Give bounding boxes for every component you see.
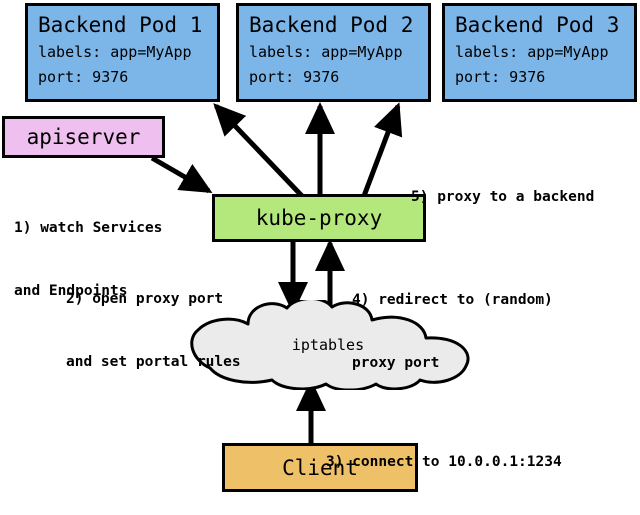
arrow-kube-proxy-to-pod-3 — [361, 102, 403, 197]
backend-pod-1-port: port: 9376 — [38, 68, 129, 86]
backend-pod-2-port: port: 9376 — [249, 68, 340, 86]
step-2-line-1: 2) open proxy port — [66, 291, 224, 307]
backend-pod-3-title: Backend Pod 3 — [455, 13, 620, 37]
diagram-canvas: iptables Backend Pod 1 labels: app=MyApp… — [2, 3, 637, 492]
backend-pod-2-title: Backend Pod 2 — [249, 13, 414, 37]
step-4-line-1: 4) redirect to (random) — [352, 292, 553, 308]
apiserver-box[interactable]: apiserver — [2, 116, 165, 158]
kube-proxy-label: kube-proxy — [255, 206, 383, 230]
step-3-label: 3) connect to 10.0.0.1:1234 — [326, 410, 562, 515]
step-3-line-1: 3) connect to 10.0.0.1:1234 — [326, 454, 562, 470]
step-5-line-1: 5) proxy to a backend — [411, 189, 595, 205]
backend-pod-3-labels: labels: app=MyApp — [455, 43, 609, 61]
arrow-kube-proxy-to-pod-1 — [213, 103, 304, 198]
step-4-line-2: proxy port — [352, 355, 440, 371]
backend-pod-1-title: Backend Pod 1 — [38, 13, 203, 37]
backend-pod-2-box[interactable]: Backend Pod 2 labels: app=MyApp port: 93… — [236, 3, 431, 102]
step-1-label: 1) watch Services and Endpoints — [14, 176, 162, 344]
backend-pod-2-labels: labels: app=MyApp — [249, 43, 403, 61]
backend-pod-3-box[interactable]: Backend Pod 3 labels: app=MyApp port: 93… — [442, 3, 637, 102]
iptables-cloud-shape — [190, 300, 470, 390]
kube-proxy-box[interactable]: kube-proxy — [212, 194, 426, 242]
backend-pod-1-labels: labels: app=MyApp — [38, 43, 192, 61]
client-label: Client — [282, 455, 358, 480]
backend-pod-3-port: port: 9376 — [455, 68, 546, 86]
step-1-line-2: and Endpoints — [14, 283, 128, 299]
client-box[interactable]: Client — [222, 443, 418, 492]
step-2-line-2: and set portal rules — [66, 354, 241, 370]
backend-pod-1-box[interactable]: Backend Pod 1 labels: app=MyApp port: 93… — [25, 3, 220, 102]
step-4-label: 4) redirect to (random) proxy port — [352, 248, 553, 416]
step-5-label: 5) proxy to a backend — [411, 145, 594, 250]
step-2-label: 2) open proxy port and set portal rules — [66, 247, 241, 415]
step-1-line-1: 1) watch Services — [14, 220, 163, 236]
apiserver-label: apiserver — [26, 125, 141, 149]
